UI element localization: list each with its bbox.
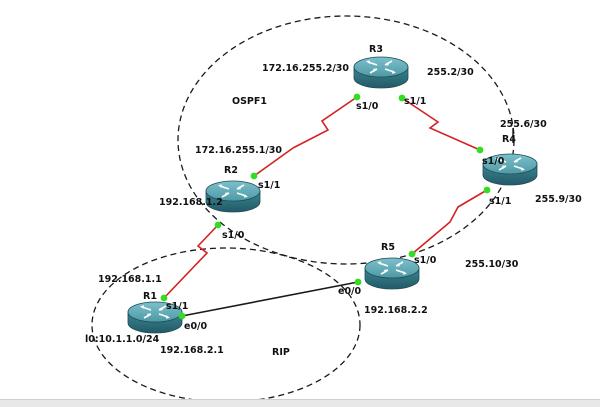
ethernet-link-r1-r5 <box>181 281 359 317</box>
interface-label: s1/1 <box>166 301 188 312</box>
interface-label: s1/1 <box>404 96 426 107</box>
ip-address-label: 192.168.2.2 <box>364 305 428 316</box>
router-name-r2: R2 <box>224 165 238 176</box>
ip-address-label: 192.168.2.1 <box>160 345 224 356</box>
port-indicator <box>476 146 484 154</box>
port-indicator <box>353 93 361 101</box>
interface-label: s1/1 <box>489 196 511 207</box>
network-label: 172.16.255.2/30 <box>262 63 349 74</box>
router-name-r4: R4 <box>502 134 516 145</box>
ospf-area-label: OSPF1 <box>232 96 267 107</box>
serial-link-r2-r1 <box>163 224 219 299</box>
port-indicator <box>354 278 362 286</box>
router-icon[interactable] <box>353 56 409 89</box>
router-icon[interactable] <box>364 257 420 290</box>
interface-label: e0/0 <box>184 321 208 332</box>
network-label: 255.10/30 <box>465 259 519 270</box>
interface-label: s1/0 <box>222 230 245 241</box>
interface-label: s1/0 <box>482 156 505 167</box>
rip-area-label: RIP <box>272 347 290 358</box>
serial-link-r3-r2 <box>253 96 358 177</box>
ospf-area-boundary <box>177 15 515 265</box>
rip-area-boundary <box>91 247 361 403</box>
router-name-r1: R1 <box>143 291 157 302</box>
router-name-r5: R5 <box>381 242 395 253</box>
port-indicator <box>408 250 416 258</box>
network-label: 255.9/30 <box>535 194 582 205</box>
port-indicator <box>214 221 222 229</box>
horizontal-scrollbar[interactable] <box>0 399 600 407</box>
network-label: 172.16.255.1/30 <box>195 145 282 156</box>
interface-label: e0/0 <box>338 286 362 297</box>
port-indicator <box>398 94 406 102</box>
port-indicator <box>160 294 168 302</box>
router-name-r3: R3 <box>369 44 383 55</box>
network-label: 255.6/30 <box>500 119 547 130</box>
ip-address-label: 192.168.1.1 <box>98 274 162 285</box>
interface-label: s1/0 <box>414 255 437 266</box>
ip-address-label: 192.168.1.2 <box>159 197 223 208</box>
port-indicator <box>178 312 186 320</box>
interface-label: s1/0 <box>356 101 379 112</box>
serial-link-r4-r5 <box>411 189 488 255</box>
interface-label: s1/1 <box>258 180 280 191</box>
port-indicator <box>483 186 491 194</box>
network-label: 255.2/30 <box>427 67 474 78</box>
serial-link-r3-r4 <box>401 97 481 151</box>
port-indicator <box>250 172 258 180</box>
loopback-label: l0:10.1.1.0/24 <box>85 334 160 345</box>
